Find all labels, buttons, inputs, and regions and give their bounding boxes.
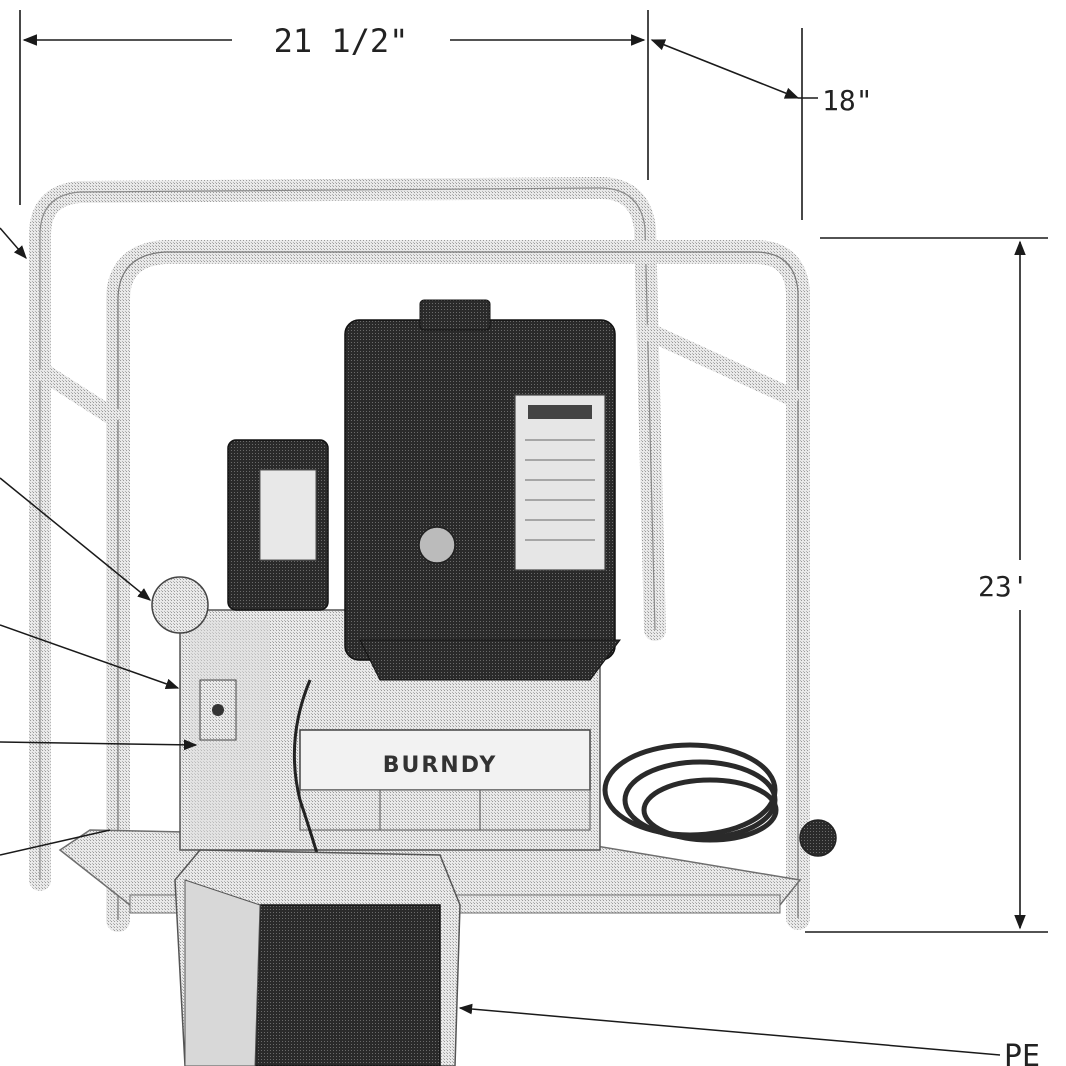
width-dimension-label: 21 1/2" — [274, 22, 409, 60]
leader-roll-cage — [0, 227, 27, 260]
brand-panel: BURNDY — [299, 729, 591, 831]
depth-dimension-line — [650, 39, 800, 99]
side-rail-left — [35, 362, 123, 428]
leader-valve — [0, 477, 152, 601]
pedal-callout-label: PE — [1004, 1039, 1040, 1066]
leader-pedal — [458, 1003, 1001, 1056]
leader-reservoir — [0, 624, 180, 690]
main-motor — [344, 299, 621, 681]
hose-coil — [602, 742, 779, 843]
height-dimension-label: 23' — [978, 570, 1029, 603]
foot-pedal — [174, 849, 461, 1066]
side-rail-right — [641, 321, 802, 409]
gauge-icon — [418, 526, 456, 564]
brand-label: BURNDY — [383, 753, 498, 778]
valve-knob-icon — [151, 576, 209, 634]
leader-base — [0, 829, 111, 856]
depth-dimension-label: 18" — [822, 84, 873, 117]
callout-leaders — [0, 227, 1001, 1056]
motor-label-plate — [514, 394, 606, 571]
wheel-icon — [799, 819, 837, 857]
dimension-lines — [19, 10, 1048, 933]
pump-illustration: BURNDY — [29, 176, 837, 1066]
leader-port — [0, 739, 198, 751]
